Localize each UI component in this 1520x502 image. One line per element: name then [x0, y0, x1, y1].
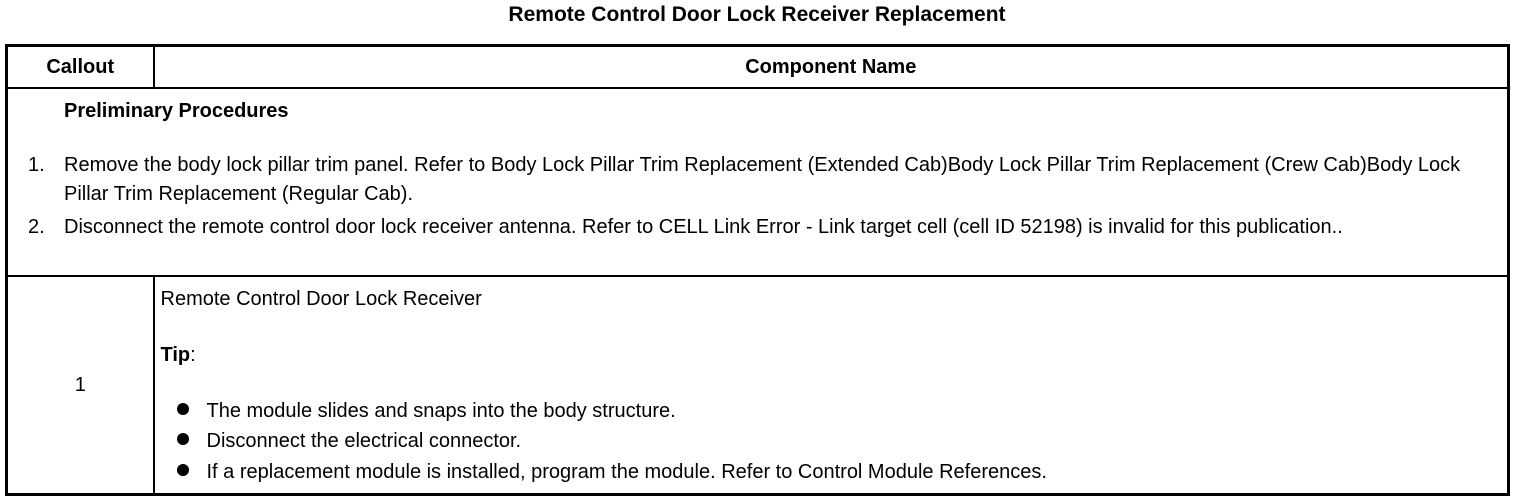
- column-header-callout: Callout: [5, 44, 155, 89]
- bullet-dot-icon: [176, 433, 189, 445]
- preliminary-procedures-title: Preliminary Procedures: [64, 100, 289, 122]
- tip-colon: :: [190, 344, 196, 366]
- column-header-component-name: Component Name: [152, 44, 1510, 89]
- bullet-dot-icon: [176, 403, 189, 415]
- step-text: Disconnect the remote control door lock …: [64, 216, 1343, 238]
- page-title: Remote Control Door Lock Receiver Replac…: [508, 3, 1006, 26]
- tip-bullet-3: If a replacement module is installed, pr…: [176, 460, 1047, 484]
- step-number: 1.: [28, 154, 45, 176]
- preliminary-procedures-cell: Preliminary Procedures 1. Remove the bod…: [5, 87, 1510, 277]
- tip-bullet-text: If a replacement module is installed, pr…: [206, 461, 1047, 483]
- preliminary-step-2: 2. Disconnect the remote control door lo…: [28, 213, 1488, 242]
- tip-bullet-text: The module slides and snaps into the bod…: [206, 400, 676, 422]
- table-row: 1 Remote Control Door Lock Receiver Tip:…: [5, 275, 1510, 496]
- component-name: Remote Control Door Lock Receiver: [160, 288, 482, 310]
- step-number: 2.: [28, 216, 45, 238]
- callout-number: 1: [5, 275, 155, 496]
- tip-bullet-1: The module slides and snaps into the bod…: [176, 399, 676, 423]
- component-cell: Remote Control Door Lock Receiver Tip: T…: [152, 275, 1510, 496]
- tip-bullet-text: Disconnect the electrical connector.: [206, 430, 522, 452]
- step-text: Remove the body lock pillar trim panel. …: [64, 154, 1461, 205]
- tip-bullet-2: Disconnect the electrical connector.: [176, 429, 522, 453]
- tip-label: Tip: [160, 344, 191, 366]
- procedure-table: Callout Component Name Preliminary Proce…: [5, 44, 1510, 496]
- preliminary-row: Preliminary Procedures 1. Remove the bod…: [5, 87, 1510, 277]
- preliminary-step-1: 1. Remove the body lock pillar trim pane…: [28, 151, 1488, 209]
- table-header-row: Callout Component Name: [5, 44, 1510, 89]
- tip-heading: Tip:: [161, 343, 196, 367]
- bullet-dot-icon: [176, 464, 189, 476]
